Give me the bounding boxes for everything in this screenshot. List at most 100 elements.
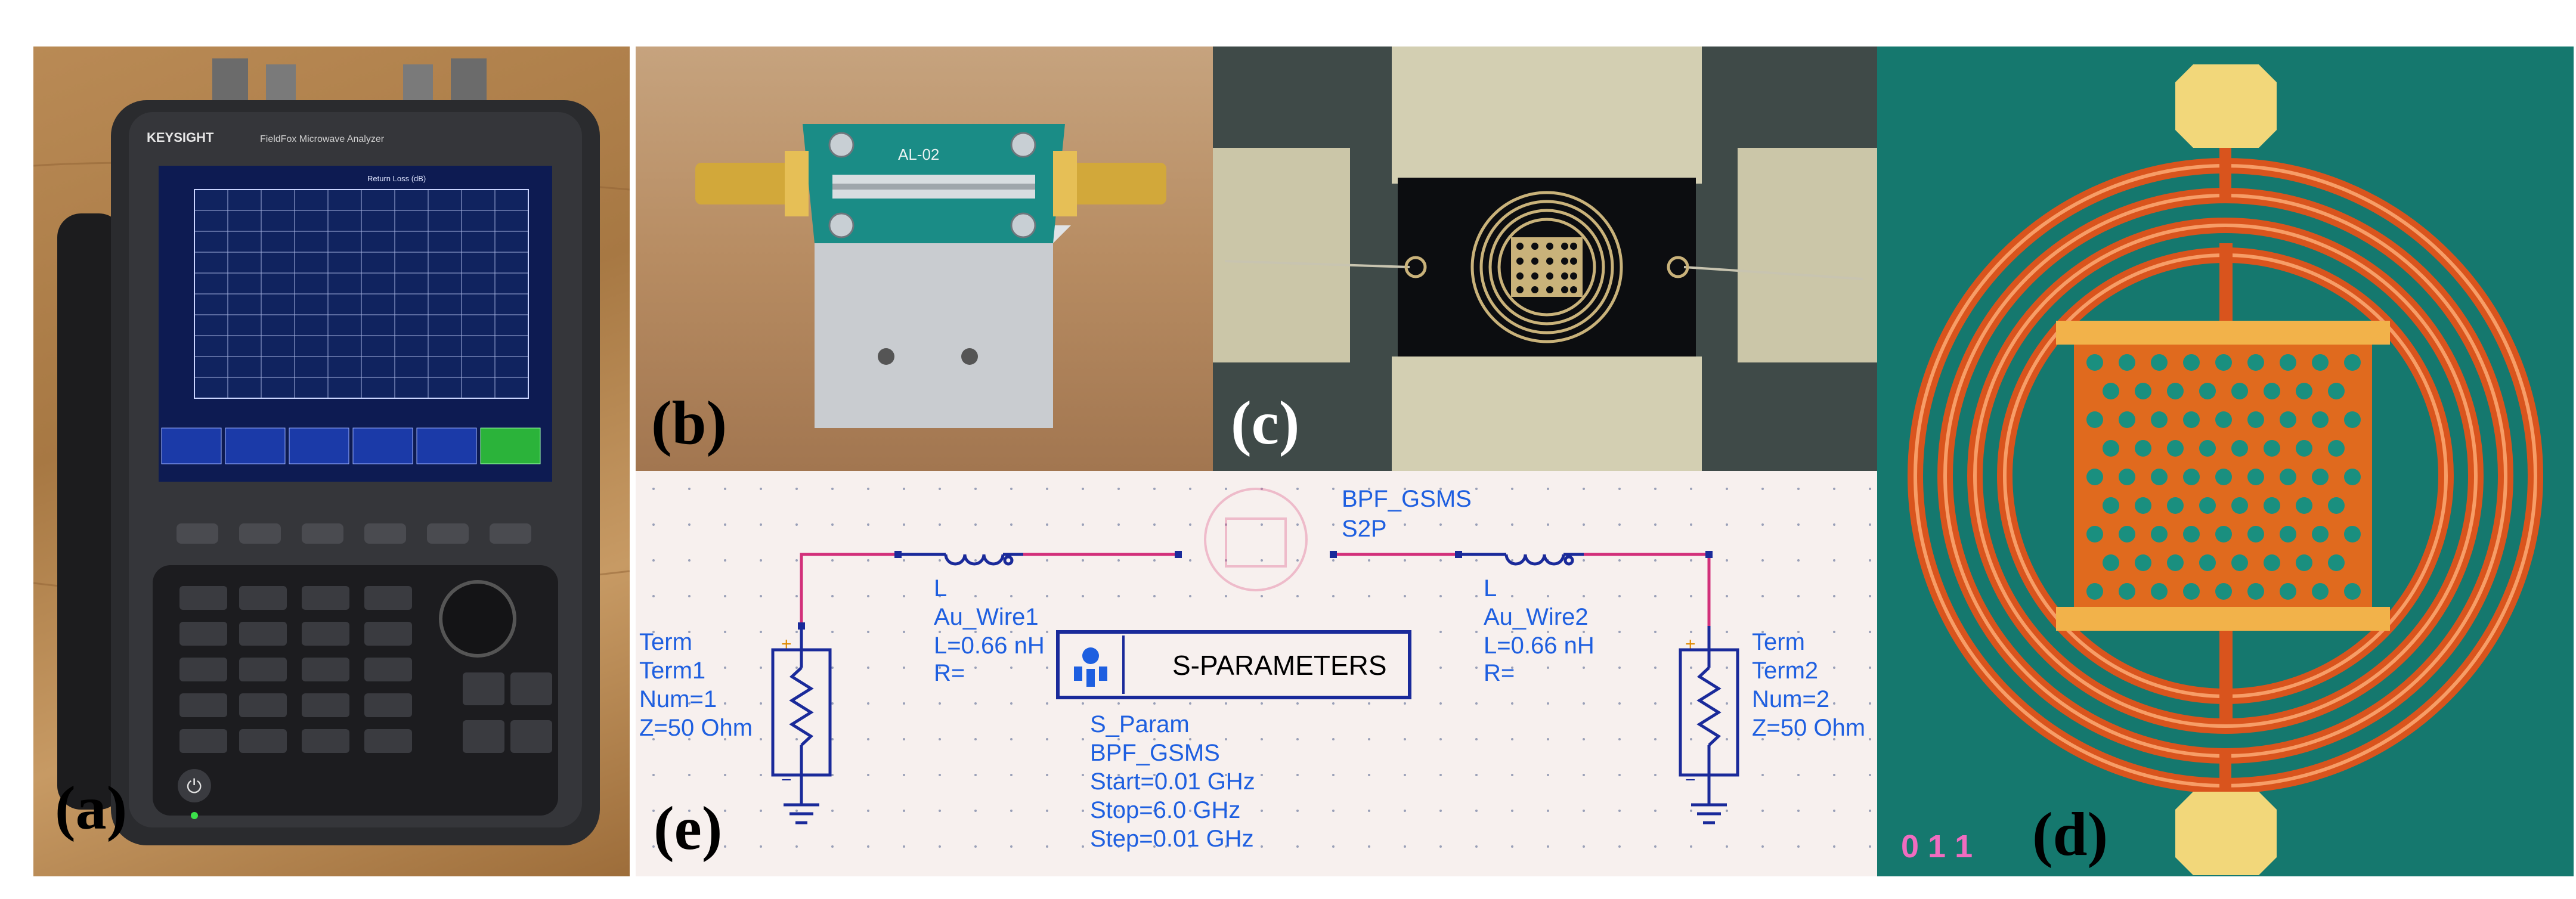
bond-wire-left xyxy=(1224,260,1410,268)
capacitor-hole xyxy=(2312,526,2329,542)
power-led xyxy=(191,812,198,819)
panel-d-inductor-closeup: 0 1 1 (d) xyxy=(1877,46,2574,876)
sparam-id: BPF_GSMS xyxy=(1090,740,1220,766)
capacitor-hole xyxy=(2135,554,2151,571)
screen-title: Return Loss (dB) xyxy=(367,174,426,183)
softkey-5[interactable] xyxy=(416,427,477,464)
term-2-name: Term2 xyxy=(1752,658,1818,684)
plot-grid xyxy=(194,190,528,398)
term-1-name: Term1 xyxy=(639,658,705,684)
inductor-2-symbol[interactable] xyxy=(1462,553,1584,566)
power-button[interactable] xyxy=(178,769,211,802)
model-text: FieldFox Microwave Analyzer xyxy=(260,134,385,144)
inductor-1-symbol[interactable] xyxy=(902,553,1023,566)
bpf-type: S2P xyxy=(1342,516,1387,542)
capacitor-hole xyxy=(2086,354,2103,371)
capacitor-hole xyxy=(2328,383,2345,399)
capacitor-hole xyxy=(2215,469,2232,485)
s-parameters-title: S-PARAMETERS xyxy=(1172,650,1387,681)
capacitor-hole xyxy=(2086,526,2103,542)
capacitor-hole xyxy=(2151,469,2168,485)
capacitor-hole xyxy=(2151,526,2168,542)
term-1-symbol[interactable] xyxy=(771,626,832,824)
panel-a-analyzer-photo: KEYSIGHT FieldFox Microwave Analyzer Ret… xyxy=(33,46,630,876)
capacitor-hole xyxy=(2296,497,2312,514)
capacitor-hole xyxy=(2328,440,2345,457)
inductor-2-value: L=0.66 nH xyxy=(1484,633,1594,659)
screws xyxy=(828,132,1036,238)
pad-top xyxy=(1392,46,1702,184)
sparam-step: Step=0.01 GHz xyxy=(1090,826,1254,852)
pad-bottom xyxy=(2175,792,2277,875)
capacitor-hole xyxy=(2183,469,2200,485)
capacitor-hole xyxy=(2296,554,2312,571)
rotary-knob[interactable] xyxy=(439,580,516,658)
softkey-4[interactable] xyxy=(352,427,413,464)
capacitor-hole xyxy=(2119,469,2135,485)
hard-softkeys xyxy=(177,523,531,544)
capacitor-hole xyxy=(2167,497,2184,514)
handle-strap xyxy=(57,213,123,810)
capacitor-hole xyxy=(2215,526,2232,542)
capacitor-hole xyxy=(2280,354,2296,371)
capacitor-hole xyxy=(2247,583,2264,600)
capacitor-hole xyxy=(2086,411,2103,428)
capacitor-hole xyxy=(2280,583,2296,600)
capacitor-hole xyxy=(2103,440,2119,457)
capacitor-hole xyxy=(2086,583,2103,600)
capacitor-hole xyxy=(2312,469,2329,485)
panel-e-schematic: L Au_Wire1 L=0.66 nH R= L Au_Wire2 L=0.6… xyxy=(636,471,1877,876)
capacitor-hole xyxy=(2247,526,2264,542)
term-1-num: Num=1 xyxy=(639,686,717,712)
capacitor-hole xyxy=(2231,440,2248,457)
capacitor-hole xyxy=(2135,440,2151,457)
capacitor-hole xyxy=(2344,354,2361,371)
capacitor-hole xyxy=(2247,354,2264,371)
term-1-minus: − xyxy=(781,770,792,790)
term-2-type: Term xyxy=(1752,629,1805,655)
capacitor-hole xyxy=(2199,497,2216,514)
softkey-more[interactable] xyxy=(480,427,541,464)
term-2-symbol[interactable] xyxy=(1679,626,1739,824)
label-b: (b) xyxy=(651,389,727,457)
aluminum-block xyxy=(815,243,1053,428)
capacitor-hole xyxy=(2264,440,2280,457)
capacitor-hole xyxy=(2264,497,2280,514)
capacitor-hole xyxy=(2247,411,2264,428)
term-2-z: Z=50 Ohm xyxy=(1752,715,1865,741)
wires xyxy=(800,553,1711,626)
chip-marking: 0 1 1 xyxy=(1901,829,1973,864)
sparam-name: S_Param xyxy=(1090,711,1190,737)
softkey-1[interactable] xyxy=(161,427,222,464)
capacitor-hole xyxy=(2167,554,2184,571)
term-2-plus: + xyxy=(1685,634,1696,654)
pad-bottom xyxy=(1392,356,1702,471)
capacitor-hole xyxy=(2103,383,2119,399)
capacitor-hole xyxy=(2344,469,2361,485)
capacitor-hole xyxy=(2312,411,2329,428)
capacitor-hole xyxy=(2119,583,2135,600)
softkey-2[interactable] xyxy=(225,427,286,464)
junction-dots xyxy=(798,551,1713,630)
capacitor-holes xyxy=(2086,354,2361,600)
chip-micrograph xyxy=(1213,46,1877,471)
capacitor-hole xyxy=(2312,583,2329,600)
sma-connector-left xyxy=(695,151,809,216)
schematic-canvas: L Au_Wire1 L=0.66 nH R= L Au_Wire2 L=0.6… xyxy=(636,471,1877,876)
capacitor-bottom-plate xyxy=(2056,607,2390,631)
capacitor-hole xyxy=(2344,526,2361,542)
capacitor-hole xyxy=(2135,497,2151,514)
s-parameters-block[interactable]: S-PARAMETERS xyxy=(1056,630,1411,699)
pad-top xyxy=(2175,64,2277,148)
capacitor-hole xyxy=(2296,383,2312,399)
pad-right xyxy=(1738,148,1877,362)
capacitor-hole xyxy=(2312,354,2329,371)
inductor-1-value: L=0.66 nH xyxy=(934,633,1045,659)
board-label: AL-02 xyxy=(898,145,939,163)
capacitor-hole xyxy=(2151,411,2168,428)
keypad-keys xyxy=(179,586,552,753)
bond-wire-right xyxy=(1683,266,1863,280)
capacitor-hole xyxy=(2344,583,2361,600)
term-1-type: Term xyxy=(639,629,692,655)
softkey-3[interactable] xyxy=(289,427,349,464)
